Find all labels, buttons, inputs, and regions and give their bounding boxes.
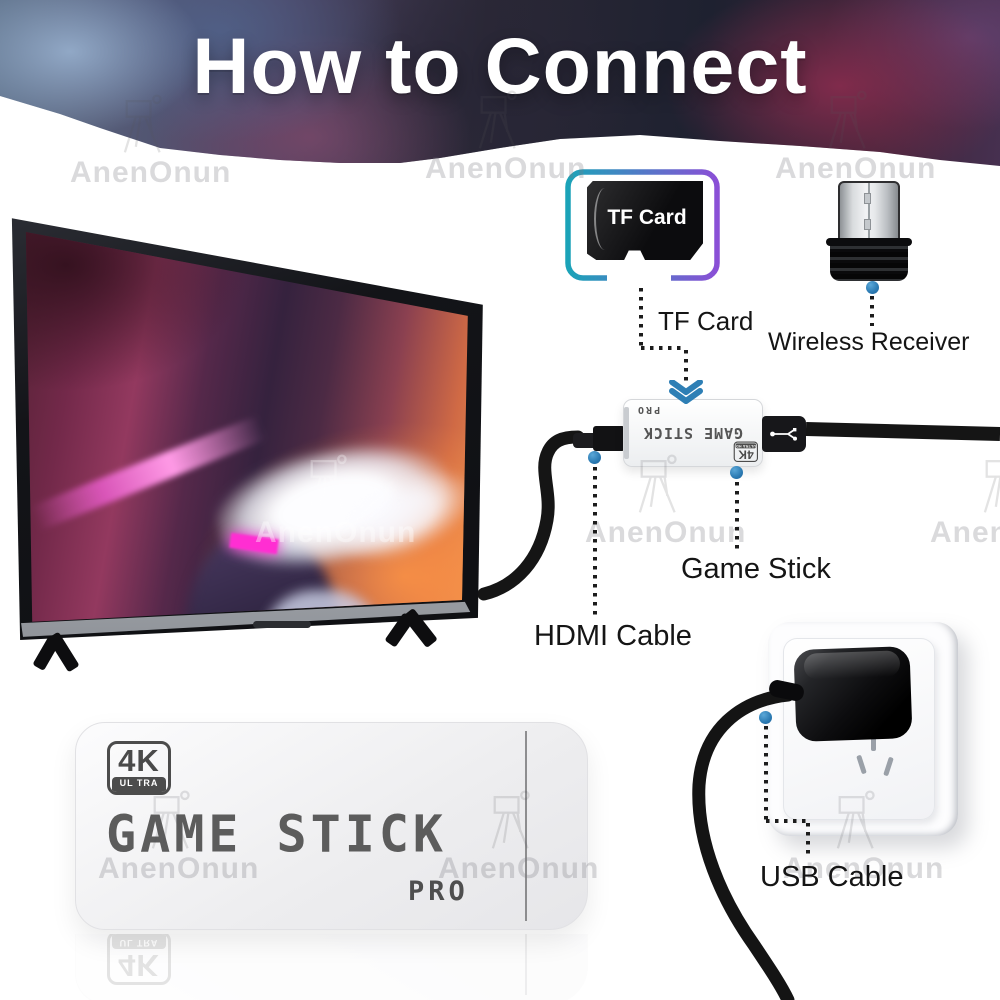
label-usb-cable: USB Cable — [760, 861, 904, 893]
wireless-receiver-usb-metal — [838, 181, 900, 243]
receiver-dotted-line — [870, 296, 874, 326]
watermark: AnenOnun — [930, 452, 1000, 550]
tv-screen-artwork — [25, 231, 468, 622]
down-arrow-icon — [669, 380, 703, 404]
label-hdmi-cable: HDMI Cable — [534, 620, 692, 652]
device-brand: GAME STICK — [642, 424, 744, 442]
game-stick-product: 4K UL TRA HD GAME STICK PRO — [75, 722, 588, 930]
watermark-logo-icon — [983, 460, 1000, 513]
tf-dotted-line — [684, 350, 688, 382]
tf-dotted-line — [641, 346, 686, 350]
hdmi-plug-head — [593, 426, 625, 451]
usb-dotted-line — [764, 726, 768, 820]
tv — [8, 212, 492, 656]
4k-ultra-hd-badge: 4K UL TRA HD — [107, 741, 171, 795]
hdmi-cable — [477, 430, 585, 601]
product-brand: GAME STICK — [106, 804, 448, 864]
usb-dotted-line — [806, 823, 810, 858]
product-model: PRO — [408, 876, 469, 907]
callout-dot — [866, 281, 879, 294]
label-wireless-receiver: Wireless Receiver — [768, 328, 970, 356]
usb-trident-icon — [770, 428, 797, 441]
callout-dot — [730, 466, 743, 479]
product-reflection: 4K UL TRA HD GAME STICK PRO — [75, 934, 588, 1000]
tv-logo-nub — [253, 621, 311, 628]
4k-badge: 4K ULTRA HD — [733, 441, 758, 462]
power-adapter — [793, 646, 913, 742]
header-banner: How to Connect — [0, 0, 1000, 166]
game-stick-dotted-line — [735, 482, 739, 550]
device-model: PRO — [636, 404, 661, 415]
tf-card: TF Card — [587, 181, 703, 260]
tf-card-chip-label: TF Card — [607, 206, 687, 229]
game-stick-device: 4K ULTRA HD GAME STICK PRO — [623, 399, 763, 467]
hdmi-plug-neck — [573, 433, 597, 448]
callout-dot — [759, 711, 772, 724]
tf-dotted-line — [639, 288, 643, 346]
end-cap-seam — [525, 731, 527, 921]
outlet-slot-ground — [871, 735, 876, 751]
page-title: How to Connect — [192, 21, 808, 110]
usb-port-connector — [762, 416, 806, 452]
tf-card-frame — [565, 169, 720, 283]
usb-dotted-line — [766, 819, 810, 823]
wireless-receiver-body — [826, 238, 912, 281]
label-game-stick: Game Stick — [681, 553, 831, 585]
label-tf-card: TF Card — [658, 306, 754, 336]
hdmi-dotted-line — [593, 467, 597, 618]
usb-extension-cable — [805, 422, 1000, 441]
callout-dot — [588, 451, 601, 464]
